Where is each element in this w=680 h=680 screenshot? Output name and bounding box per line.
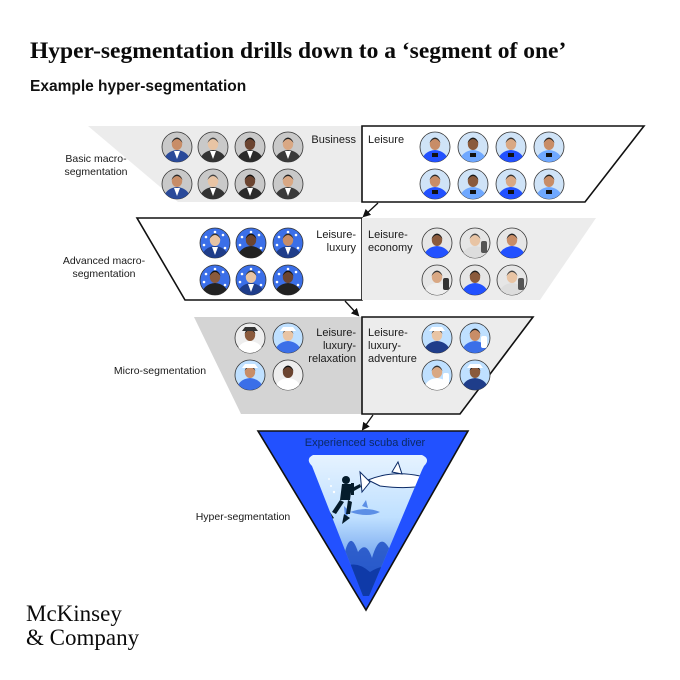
relaxation-traveler-icon [272, 359, 304, 391]
segment-label-adventure-line: adventure [368, 353, 417, 365]
leisure-traveler-icon [419, 131, 451, 163]
segment-label-leisure-economy-line: Leisure- [368, 229, 408, 241]
business-traveler-icon [234, 168, 266, 200]
luxury-traveler-icon [235, 227, 267, 259]
micro-tier [194, 316, 535, 415]
segment-label-adventure-line: luxury- [368, 340, 401, 352]
level-label-basic-line: segmentation [64, 166, 127, 178]
segment-label-leisure-luxury-line: Leisure- [316, 229, 356, 241]
segment-label-leisure: Leisure [368, 134, 404, 146]
luxury-traveler-icon [272, 264, 304, 296]
adventure-people-grid [421, 322, 491, 391]
advanced-macro-tier [135, 217, 596, 301]
page-subtitle: Example hyper-segmentation [30, 78, 247, 95]
arrow-down-right-icon [344, 300, 360, 317]
relaxation-traveler-icon [234, 322, 266, 354]
leisure-people-grid [419, 131, 565, 200]
business-traveler-icon [161, 168, 193, 200]
segment-label-business-line: Business [311, 134, 356, 146]
segment-label-leisure-luxury-line: luxury [327, 242, 357, 254]
luxury-people-grid [199, 227, 304, 296]
level-label-advanced: Advanced macro-segmentation [63, 255, 146, 280]
segment-label-leisure-economy-line: economy [368, 242, 413, 254]
segment-label-leisure-luxury: Leisure-luxury [316, 229, 356, 254]
logo-line-1: McKinsey [26, 601, 122, 626]
drilldown-arrows [344, 202, 379, 431]
leisure-traveler-icon [419, 168, 451, 200]
luxury-traveler-icon [272, 227, 304, 259]
business-traveler-icon [197, 131, 229, 163]
economy-traveler-icon [459, 264, 491, 296]
segment-label-relaxation: Leisure-luxury-relaxation [308, 327, 356, 365]
business-traveler-icon [234, 131, 266, 163]
economy-traveler-icon [496, 264, 528, 296]
business-traveler-icon [161, 131, 193, 163]
arrow-down-right-icon [361, 414, 374, 431]
segment-label-relaxation-line: luxury- [323, 340, 356, 352]
adventure-traveler-icon [459, 359, 491, 391]
level-label-advanced-line: Advanced macro- [63, 255, 146, 267]
relaxation-traveler-icon [272, 322, 304, 354]
level-label-micro: Micro-segmentation [114, 365, 206, 377]
luxury-traveler-icon [235, 264, 267, 296]
segment-label-adventure-line: Leisure- [368, 327, 408, 339]
segment-label-relaxation-line: Leisure- [316, 327, 356, 339]
leisure-traveler-icon [495, 131, 527, 163]
basic-macro-tier [88, 125, 646, 203]
leisure-traveler-icon [495, 168, 527, 200]
economy-traveler-icon [496, 227, 528, 259]
leisure-economy-panel [362, 218, 596, 300]
economy-traveler-icon [459, 227, 491, 259]
scuba-diver-icon [326, 476, 361, 524]
adventure-traveler-icon [421, 359, 453, 391]
mckinsey-logo: McKinsey & Company [26, 602, 139, 650]
adventure-traveler-icon [421, 322, 453, 354]
leisure-traveler-icon [457, 131, 489, 163]
business-traveler-icon [272, 131, 304, 163]
economy-people-grid [421, 227, 528, 296]
segment-label-adventure: Leisure-luxury-adventure [368, 327, 417, 365]
segment-label-leisure-economy: Leisure-economy [368, 229, 413, 254]
adventure-traveler-icon [459, 322, 491, 354]
arrow-down-right-icon [362, 202, 379, 218]
page-title: Hyper-segmentation drills down to a ‘seg… [30, 38, 567, 64]
economy-traveler-icon [421, 264, 453, 296]
business-people-grid [161, 131, 304, 200]
level-label-micro-line: Micro-segmentation [114, 365, 206, 377]
level-label-basic-line: Basic macro- [65, 153, 127, 165]
segment-label-leisure-line: Leisure [368, 134, 404, 146]
relaxation-traveler-icon [234, 359, 266, 391]
economy-traveler-icon [421, 227, 453, 259]
business-traveler-icon [197, 168, 229, 200]
level-label-hyper: Hyper-segmentation [196, 511, 291, 523]
segment-label-business: Business [311, 134, 356, 146]
relaxation-people-grid [234, 322, 304, 391]
leisure-traveler-icon [533, 168, 565, 200]
hyper-segment-label: Experienced scuba diver [305, 437, 426, 449]
level-label-advanced-line: segmentation [72, 268, 135, 280]
leisure-traveler-icon [457, 168, 489, 200]
luxury-traveler-icon [199, 264, 231, 296]
level-label-hyper-line: Hyper-segmentation [196, 511, 291, 523]
business-traveler-icon [272, 168, 304, 200]
leisure-traveler-icon [533, 131, 565, 163]
luxury-traveler-icon [199, 227, 231, 259]
small-shark-icon [344, 500, 380, 518]
level-label-basic: Basic macro-segmentation [64, 153, 127, 178]
segment-label-relaxation-line: relaxation [308, 353, 356, 365]
logo-line-2: & Company [26, 625, 140, 650]
